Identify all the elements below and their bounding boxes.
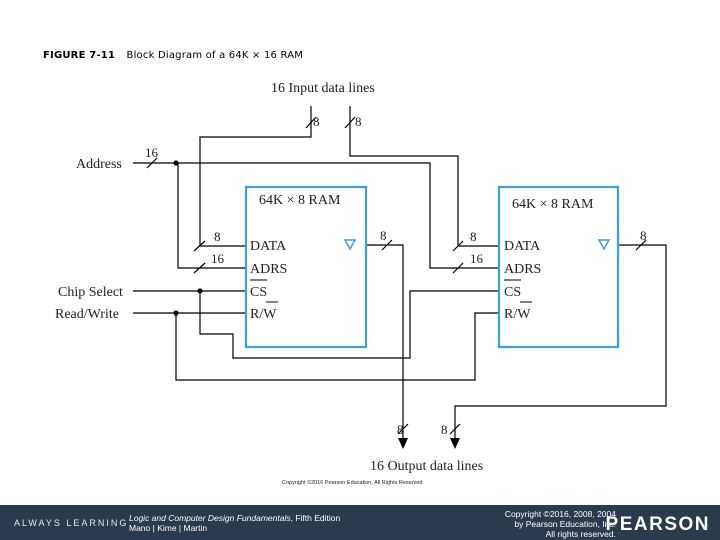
bus-width-label: 8 [441,422,448,437]
junction-dot [173,310,179,316]
figure-number: FIGURE 7-11 [43,50,116,61]
ram-right-pin-rw: R/W [504,307,531,322]
ram-left-pin-data: DATA [250,239,287,254]
read-write-label: Read/Write [55,307,119,322]
tristate-triangle-icon [597,239,611,251]
bus-width-label: 16 [211,251,225,266]
figure-caption: FIGURE 7-11 Block Diagram of a 64K × 16 … [43,50,303,61]
output-wire-right [454,244,667,440]
ram-left-title: 64K × 8 RAM [259,193,341,208]
ram-left-pin-rw: R/W [250,307,277,322]
bus-width-label: 8 [355,114,362,129]
bus-width-label: 8 [640,228,647,243]
book-title: Logic and Computer Design Fundamentals [129,513,291,523]
footer-bar: ALWAYS LEARNING Logic and Computer Desig… [0,505,720,540]
output-data-lines-label: 16 Output data lines [370,459,483,474]
output-arrow-left [398,438,408,449]
publisher-logo: PEARSON [605,514,710,535]
address-branch [178,162,499,269]
junction-dot [173,160,179,166]
output-arrow-right [450,438,460,449]
input-wire-right [349,106,499,247]
bus-width-label: 8 [380,228,387,243]
bus-width-label: 16 [470,251,484,266]
input-wire-left [199,106,312,247]
tristate-triangle-icon [343,239,357,251]
brand-tagline: ALWAYS LEARNING [14,518,129,528]
figure-title: Block Diagram of a 64K × 16 RAM [126,50,304,61]
ram-right-pin-cs: CS [504,285,521,300]
copyright-notice: Copyright ©2016, 2008, 2004 by Pearson E… [505,509,616,539]
read-write-branch [175,312,499,381]
ram-chip-right [497,185,620,349]
bus-width-label: 8 [214,229,221,244]
chip-select-label: Chip Select [58,285,123,300]
ram-right-title: 64K × 8 RAM [512,197,594,212]
ram-right-pin-adrs: ADRS [504,262,541,277]
bus-width-label: 8 [397,422,404,437]
address-label: Address [76,157,122,172]
bus-width-label: 16 [145,145,159,160]
diagram-copyright: Copyright ©2016 Pearson Education, All R… [282,479,422,486]
ram-left-pin-cs: CS [250,285,267,300]
ram-chip-left [244,185,368,349]
copyright-line: Copyright ©2016, 2008, 2004 [504,509,616,519]
ram-left-pin-adrs: ADRS [250,262,287,277]
copyright-line: by Pearson Education, Inc. [514,519,616,529]
bus-slash [146,116,647,435]
copyright-line: All rights reserved. [545,529,616,539]
junction-dot [197,288,203,294]
bus-width-label: 8 [470,229,477,244]
output-wire-left [366,244,404,440]
ram-block-diagram: 16 Input data lines 16 Output data lines… [55,81,667,486]
book-authors: Mano | Kime | Martin [129,523,208,533]
ram-right-pin-data: DATA [504,239,541,254]
input-data-lines-label: 16 Input data lines [271,81,375,96]
book-info: Logic and Computer Design Fundamentals, … [129,513,340,533]
address-wire [133,162,246,269]
bus-width-label: 8 [313,114,320,129]
book-edition: , Fifth Edition [290,513,341,523]
